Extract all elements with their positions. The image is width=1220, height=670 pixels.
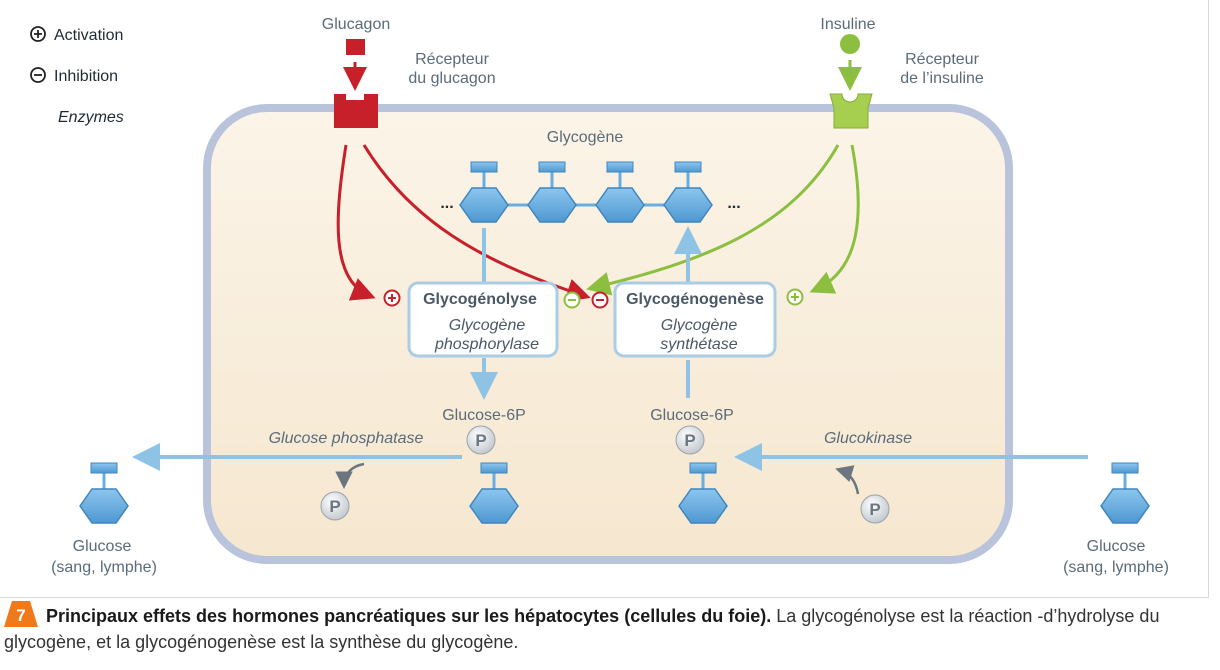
glycogenolysis-enzyme-1: Glycogène	[449, 317, 526, 334]
glycogenesis-enzyme-1: Glycogène	[661, 317, 738, 334]
svg-text:P: P	[475, 431, 486, 450]
glycogen-glucose-unit-4	[663, 161, 713, 223]
figure-frame-bottom	[0, 597, 1209, 598]
insulin-label: Insuline	[820, 16, 875, 33]
glycogen-ellipsis-right: ...	[727, 195, 740, 212]
figure-number-badge: 7	[4, 601, 38, 627]
glucokinase-label: Glucokinase	[824, 430, 912, 447]
glucagon-receptor	[334, 94, 378, 128]
insulin-activation-arrow	[809, 144, 860, 294]
glycogenolysis-enzyme-2: phosphorylase	[434, 336, 539, 353]
liver-hormone-diagram: Activation Inhibition Enzymes Glucagon R…	[30, 16, 1169, 576]
insulin-inhibition-arrow	[586, 144, 840, 296]
hepatocyte-cell	[203, 104, 1013, 564]
activation-sign-insulin	[786, 288, 804, 306]
glucose-cell-right	[678, 462, 728, 524]
figure-frame-right	[1208, 0, 1209, 598]
glycogenesis-box: Glycogénogenèse Glycogène synthétase	[613, 281, 777, 358]
glucagon-molecule	[346, 39, 365, 55]
glucagon-group: Glucagon Récepteur du glucagon	[322, 16, 496, 128]
insulin-receptor-label-1: Récepteur	[905, 51, 979, 68]
glucose-left-label-1: Glucose	[73, 538, 132, 555]
g6p-left-label: Glucose-6P	[442, 407, 526, 424]
glucagon-receptor-label-1: Récepteur	[415, 51, 489, 68]
glycogen-chain: Glycogène ... ...	[440, 129, 741, 223]
legend-activation: Activation	[54, 27, 123, 44]
glucose-right-label-1: Glucose	[1087, 538, 1146, 555]
insulin-group: Insuline Récepteur de l’insuline	[820, 16, 984, 129]
inhibition-sign-insulin	[563, 291, 581, 309]
glucose-left-label-2: (sang, lymphe)	[51, 559, 157, 576]
g6p-right-label: Glucose-6P	[650, 407, 734, 424]
phosphate-atp: P	[860, 494, 890, 524]
glycogenesis-title: Glycogénogenèse	[626, 291, 764, 308]
glucagon-receptor-label-2: du glucagon	[408, 70, 495, 87]
glycogen-glucose-unit-2	[527, 161, 577, 223]
svg-text:P: P	[329, 497, 340, 516]
badge-shape-icon: 7	[4, 601, 38, 627]
glucagon-label: Glucagon	[322, 16, 391, 33]
glucose-blood-left	[79, 462, 129, 524]
caption-text: La glycogénolyse est la réaction -d’hydr…	[4, 606, 1160, 652]
insulin-molecule	[840, 34, 860, 54]
glucose-blood-right	[1100, 462, 1150, 524]
glucose-cell-left	[469, 462, 519, 524]
glycogen-label: Glycogène	[547, 129, 624, 146]
figure-caption: 7 Principaux effets des hormones pancréa…	[4, 601, 1204, 655]
caption-bold: Principaux effets des hormones pancréati…	[46, 606, 772, 626]
svg-text:P: P	[684, 431, 695, 450]
legend-enzymes: Enzymes	[58, 109, 124, 126]
activation-sign-glucagon	[383, 289, 401, 307]
glycogen-glucose-unit-1	[459, 161, 509, 223]
glycogen-glucose-unit-3	[595, 161, 645, 223]
glucagon-activation-arrow	[336, 144, 376, 301]
legend-inhibition: Inhibition	[54, 68, 118, 85]
glycogenolysis-box: Glycogénolyse Glycogène phosphorylase	[407, 281, 559, 358]
glycogenesis-enzyme-2: synthétase	[660, 336, 737, 353]
glucose-phosphatase-label: Glucose phosphatase	[269, 430, 424, 447]
glucose-right-label-2: (sang, lymphe)	[1063, 559, 1169, 576]
phosphate-g6p-left: P	[466, 425, 496, 455]
inhibition-sign-glucagon	[591, 291, 609, 309]
insulin-receptor-label-2: de l’insuline	[900, 70, 984, 87]
phosphate-g6p-right: P	[675, 425, 705, 455]
glycogenolysis-title: Glycogénolyse	[423, 291, 537, 308]
phosphate-uptake-arrow	[835, 465, 860, 495]
phosphate-released: P	[320, 491, 350, 521]
diagram-canvas: Activation Inhibition Enzymes Glucagon R…	[30, 16, 1169, 576]
svg-text:P: P	[869, 500, 880, 519]
glycogen-ellipsis-left: ...	[440, 195, 453, 212]
svg-text:7: 7	[16, 606, 25, 625]
phosphate-release-arrow	[335, 462, 365, 489]
legend: Activation Inhibition Enzymes	[30, 26, 124, 126]
insulin-receptor	[829, 93, 873, 129]
